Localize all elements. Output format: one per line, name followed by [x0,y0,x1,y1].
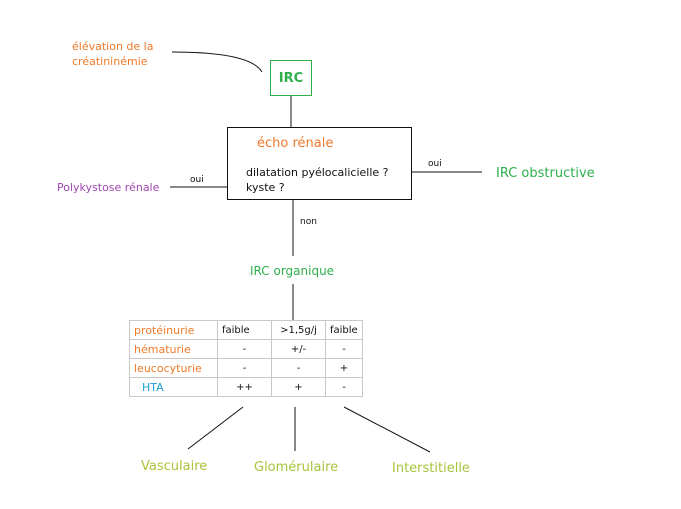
node-irc-organique: IRC organique [250,264,335,278]
cell-glomerulaire: >1,5g/j [271,320,326,340]
node-elevation-line2: créatininémie [72,55,148,68]
row-label-hta: HTA [129,377,218,397]
cell-vasculaire: - [217,358,272,378]
node-interstitielle: Interstitielle [392,461,470,476]
edge-label-non: non [300,217,317,227]
table-row: protéinurie faible >1,5g/j faible [129,320,363,340]
echo-question-dilatation: dilatation pyélocalicielle ? [246,166,389,179]
cell-interstitielle: + [325,358,363,378]
cell-vasculaire: faible [217,320,272,340]
cell-glomerulaire: +/- [271,339,326,359]
node-irc-label: IRC [278,70,304,86]
edge-table-to-vasculaire [187,406,244,450]
node-echo-renale: écho rénale dilatation pyélocalicielle ?… [227,127,412,200]
edge-label-oui-left: oui [190,175,204,185]
cell-glomerulaire: + [271,377,326,397]
echo-question-kyste: kyste ? [246,181,285,194]
row-label-leucocyturie: leucocyturie [129,358,218,378]
edge-table-to-interstitielle [343,406,431,453]
cell-interstitielle: - [325,339,363,359]
echo-title: écho rénale [257,136,334,151]
node-irc: IRC [270,60,312,96]
edge-label-oui-right: oui [428,159,442,169]
cell-interstitielle: faible [325,320,363,340]
node-polykystose: Polykystose rénale [57,181,160,194]
cell-glomerulaire: - [271,358,326,378]
cell-interstitielle: - [325,377,363,397]
criteria-table: protéinurie faible >1,5g/j faible hématu… [129,320,363,397]
table-row: leucocyturie - - + [129,358,363,378]
cell-vasculaire: - [217,339,272,359]
node-elevation-line1: élévation de la [72,40,154,53]
node-irc-obstructive: IRC obstructive [496,166,595,181]
edge-elevation-to-irc [171,51,263,73]
node-glomerulaire: Glomérulaire [254,460,339,475]
row-label-proteinurie: protéinurie [129,320,218,340]
row-label-hematurie: hématurie [129,339,218,359]
cell-vasculaire: ++ [217,377,272,397]
table-row: HTA ++ + - [129,377,363,397]
table-row: hématurie - +/- - [129,339,363,359]
node-vasculaire: Vasculaire [141,459,208,474]
